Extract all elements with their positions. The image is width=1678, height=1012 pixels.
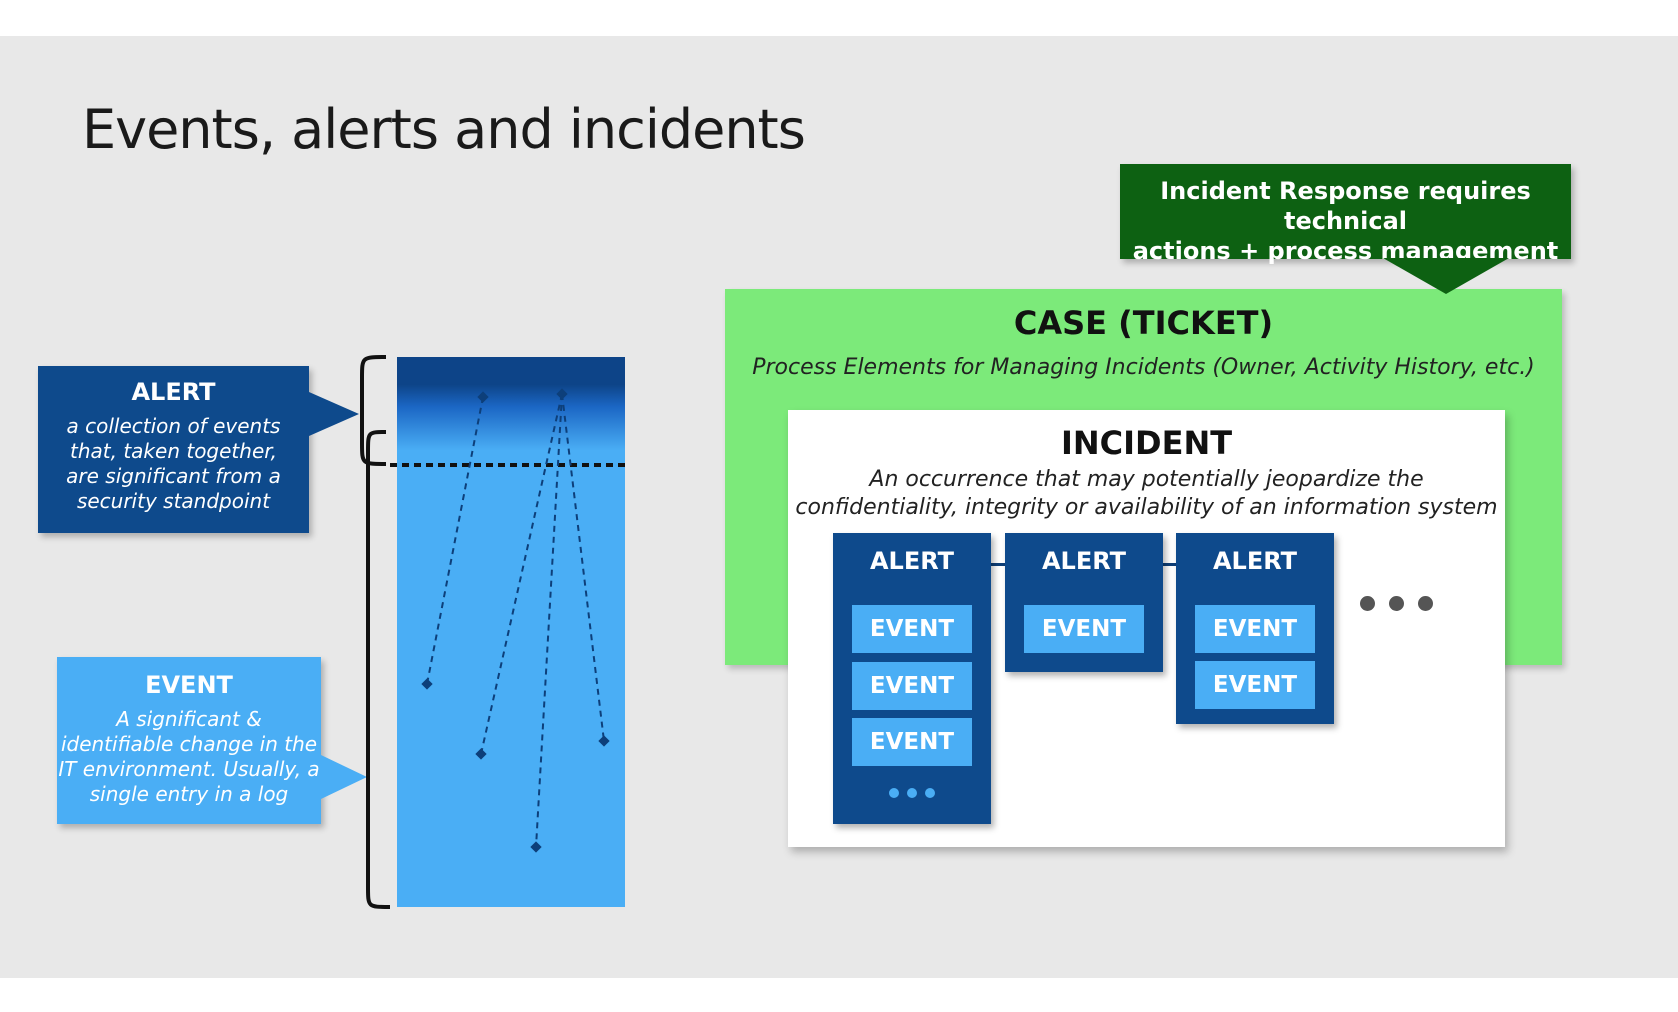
more-alerts-dot [1389, 596, 1404, 611]
case-title: CASE (TICKET) [1013, 304, 1274, 342]
event-callout-line: single entry in a log [89, 782, 289, 806]
event-item: EVENT [1024, 605, 1144, 653]
more-alerts-dot [1360, 596, 1375, 611]
event-marker [421, 678, 433, 690]
event-definition-callout: EVENT A significant & identifiable chang… [57, 657, 321, 824]
event-link [480, 393, 563, 755]
alert-card: ALERT EVENT EVENT [1176, 533, 1334, 724]
alert-definition-callout: ALERT a collection of events that, taken… [38, 366, 309, 533]
incident-description: An occurrence that may potentially jeopa… [788, 466, 1505, 522]
event-callout-pointer [321, 755, 367, 799]
event-link [561, 393, 605, 742]
alert-callout-line: a collection of events [66, 414, 281, 438]
event-marker [598, 735, 610, 747]
alert-card-label: ALERT [1212, 547, 1298, 575]
more-events-dot [925, 788, 935, 798]
event-marker [556, 388, 568, 400]
event-link [426, 396, 484, 685]
more-alerts-dot [1418, 596, 1433, 611]
event-marker [530, 841, 542, 853]
alert-callout-line: that, taken together, [70, 439, 277, 463]
alert-connector [990, 563, 1006, 566]
event-item: EVENT [1195, 661, 1315, 709]
alert-callout-line: security standpoint [76, 489, 271, 513]
event-bracket [366, 430, 391, 909]
page-title: Events, alerts and incidents [82, 98, 806, 161]
incident-description-line: An occurrence that may potentially jeopa… [869, 467, 1424, 492]
alert-card: ALERT EVENT [1005, 533, 1163, 672]
process-callout-line: Incident Response requires technical [1160, 177, 1531, 235]
event-item: EVENT [852, 662, 972, 710]
incident-title: INCIDENT [1060, 424, 1233, 462]
event-callout-heading: EVENT [145, 671, 233, 699]
alert-card-label: ALERT [869, 547, 955, 575]
alert-connector [1162, 563, 1178, 566]
alert-callout-pointer [309, 392, 359, 436]
more-events-dot [889, 788, 899, 798]
event-callout-line: A significant & [116, 707, 262, 731]
process-management-callout: Incident Response requires technical act… [1120, 164, 1571, 265]
incident-description-line: confidentiality, integrity or availabili… [795, 495, 1498, 520]
alert-callout-body: a collection of events that, taken toget… [38, 414, 309, 514]
more-events-dot [907, 788, 917, 798]
event-callout-line: identifiable change in the [60, 732, 318, 756]
event-link [535, 393, 563, 848]
alert-callout-line: are significant from a [66, 464, 281, 488]
event-callout-line: IT environment. Usually, a [58, 757, 320, 781]
event-log-column [397, 357, 625, 907]
event-marker [477, 391, 489, 403]
event-marker [475, 748, 487, 760]
event-item: EVENT [852, 718, 972, 766]
alert-card: ALERT EVENT EVENT EVENT [833, 533, 991, 824]
event-item: EVENT [1195, 605, 1315, 653]
alert-card-label: ALERT [1041, 547, 1127, 575]
case-subtitle: Process Elements for Managing Incidents … [752, 355, 1535, 380]
alert-band [397, 357, 625, 467]
alert-callout-heading: ALERT [131, 378, 216, 406]
event-callout-body: A significant & identifiable change in t… [57, 707, 321, 807]
process-callout-pointer [1383, 258, 1509, 294]
alert-bracket [360, 355, 387, 466]
event-item: EVENT [852, 605, 972, 653]
